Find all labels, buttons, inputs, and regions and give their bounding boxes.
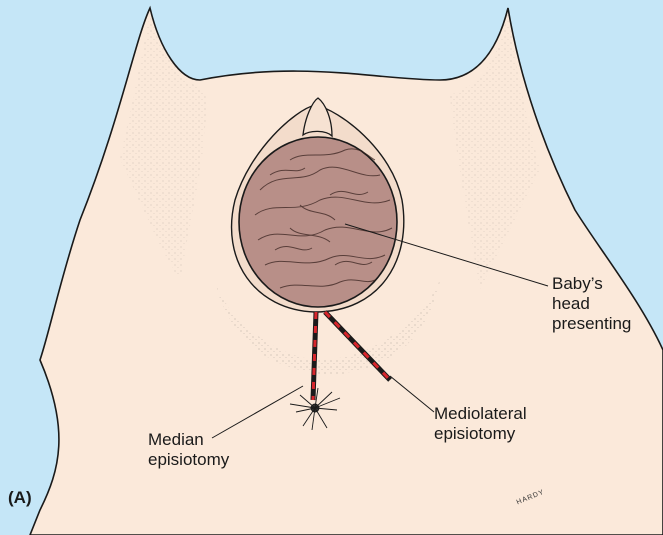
panel-label: (A) <box>8 488 32 508</box>
median-episiotomy-label: Median episiotomy <box>148 430 229 470</box>
mediolateral-episiotomy-label: Mediolateral episiotomy <box>434 404 527 444</box>
baby-head-label: Baby’s head presenting <box>552 274 631 334</box>
baby-head <box>239 137 397 307</box>
